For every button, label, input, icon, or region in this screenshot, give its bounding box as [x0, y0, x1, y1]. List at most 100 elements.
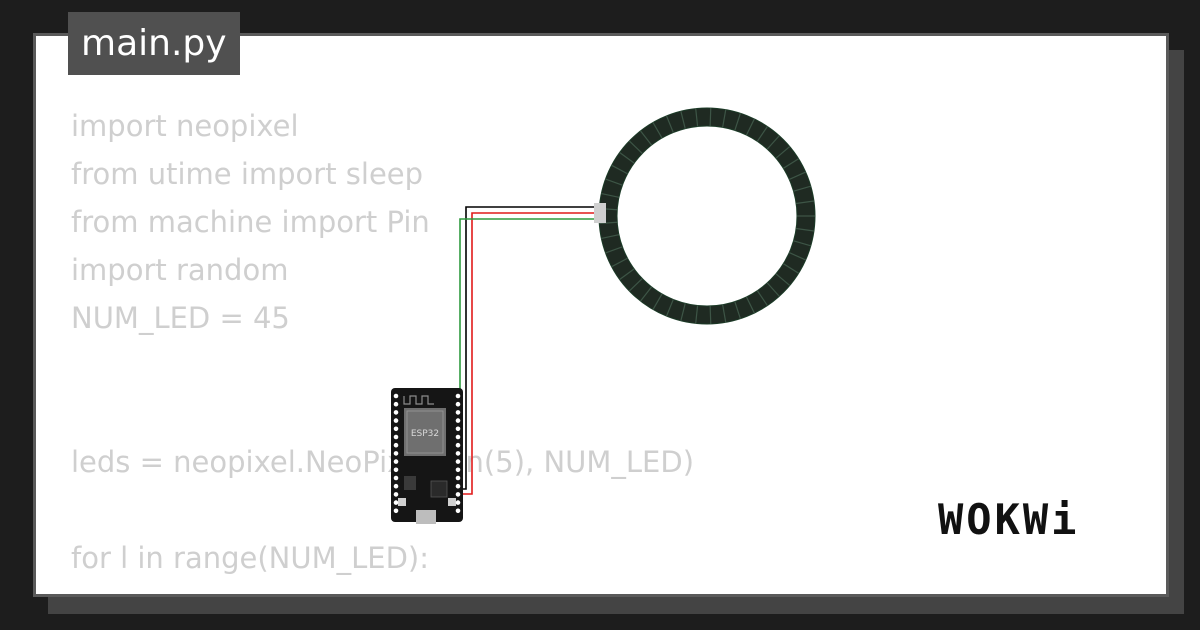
- ring-led-divider: [793, 240, 811, 247]
- ring-led-divider: [640, 130, 653, 146]
- ring-led-divider: [756, 290, 768, 306]
- header-pin: [393, 410, 399, 415]
- ring-led-divider: [605, 246, 623, 254]
- boot-button[interactable]: [398, 498, 406, 506]
- ring-led-divider: [793, 185, 811, 192]
- ring-led-divider: [680, 303, 686, 321]
- ring-led-divider: [652, 293, 663, 310]
- chip-label: ESP32: [411, 429, 439, 439]
- header-pin: [455, 475, 461, 481]
- esp32-devkit-board[interactable]: ESP32: [391, 388, 463, 524]
- circuit-diagram: ESP32: [391, 107, 816, 524]
- ring-led-divider: [796, 227, 815, 232]
- code-line-5: NUM_LED = 45: [71, 301, 290, 335]
- code-line-10: for l in range(NUM_LED):: [71, 541, 429, 575]
- ring-led-divider: [680, 111, 686, 129]
- header-pin: [393, 459, 399, 464]
- left-pin-header: [393, 393, 399, 514]
- wire-red: [459, 212, 599, 495]
- ring-led-divider: [734, 113, 741, 131]
- header-pin: [455, 459, 461, 464]
- header-pin: [455, 467, 461, 473]
- wokwi-logo: WOKWi: [938, 495, 1079, 544]
- ring-led-divider: [722, 109, 727, 128]
- header-pin: [455, 508, 461, 514]
- ring-led-divider: [695, 108, 699, 127]
- ring-led-divider: [722, 304, 727, 323]
- header-pin: [393, 483, 399, 489]
- ring-led-divider: [652, 122, 663, 139]
- ring-led-divider: [640, 286, 653, 302]
- code-line-4: import random: [71, 253, 289, 287]
- code-line-3: from machine import Pin: [71, 205, 430, 239]
- header-pin: [393, 418, 399, 423]
- ring-led-divider: [628, 278, 643, 292]
- wire-black: [459, 206, 599, 490]
- header-pin: [393, 442, 399, 448]
- ring-led-divider: [695, 305, 699, 324]
- header-pin: [393, 500, 399, 505]
- antenna-trace: [403, 395, 434, 405]
- header-pin: [393, 401, 399, 407]
- ring-led-divider: [628, 140, 643, 154]
- header-pin: [455, 451, 461, 456]
- ring-led-divider: [665, 115, 674, 133]
- header-pin: [393, 451, 399, 456]
- ring-led-divider: [775, 146, 791, 159]
- ring-led-divider: [734, 301, 741, 319]
- wires: [455, 206, 599, 495]
- ring-led-divider: [619, 152, 635, 164]
- ring-led-divider: [611, 164, 628, 175]
- header-pin: [393, 434, 399, 440]
- reset-button[interactable]: [448, 498, 456, 506]
- ring-led-divider: [788, 252, 806, 261]
- project-preview-card: import neopixel from utime import sleep …: [33, 33, 1169, 597]
- header-pin: [455, 393, 461, 399]
- ring-led-divider: [611, 257, 628, 268]
- ring-led-divider: [766, 135, 780, 150]
- esp32-chip: [404, 408, 446, 456]
- header-pin: [393, 475, 399, 481]
- right-pin-header: [455, 393, 461, 514]
- ring-led-divider: [783, 263, 799, 274]
- header-pin: [393, 492, 399, 497]
- ring-led-divider: [601, 192, 620, 198]
- header-pin: [455, 434, 461, 440]
- ring-led-divider: [709, 108, 712, 127]
- micro-usb-port: [416, 510, 436, 524]
- header-pin: [455, 500, 461, 505]
- wire-green: [455, 218, 599, 390]
- usb-uart-chip: [430, 480, 448, 498]
- code-line-8: leds = neopixel.NeoPixel(Pin(5), NUM_LED…: [71, 445, 695, 479]
- ring-led-divider: [756, 126, 768, 142]
- header-pin: [455, 483, 461, 489]
- header-pin: [455, 418, 461, 423]
- header-pin: [455, 492, 461, 497]
- wokwi-logo-text: WOKWi: [938, 495, 1079, 544]
- ring-led-divider: [601, 234, 620, 240]
- ring-led-divider: [796, 200, 815, 205]
- ring-led-divider: [766, 282, 780, 297]
- ring-led-divider: [745, 296, 755, 314]
- ring-led-divider: [775, 273, 791, 286]
- file-tab-main-py[interactable]: main.py: [68, 12, 240, 75]
- ring-led-divider: [619, 268, 635, 280]
- ring-led-divider: [788, 171, 806, 180]
- header-pin: [393, 426, 399, 432]
- header-pin: [393, 393, 399, 399]
- header-pin: [455, 401, 461, 407]
- ring-led-divider: [599, 221, 618, 225]
- ring-led-divider: [605, 178, 623, 186]
- header-pin: [455, 442, 461, 448]
- header-pin: [393, 467, 399, 473]
- ring-led-dividers: [599, 108, 815, 324]
- code-line-2: from utime import sleep: [71, 157, 424, 191]
- voltage-regulator: [404, 476, 416, 490]
- neopixel-ring[interactable]: [594, 107, 816, 325]
- code-line-1: import neopixel: [71, 109, 299, 143]
- header-pin: [393, 508, 399, 514]
- header-pin: [455, 426, 461, 432]
- ring-connector: [594, 203, 606, 223]
- ring-led-divider: [745, 118, 755, 136]
- ring-led-divider: [783, 158, 799, 169]
